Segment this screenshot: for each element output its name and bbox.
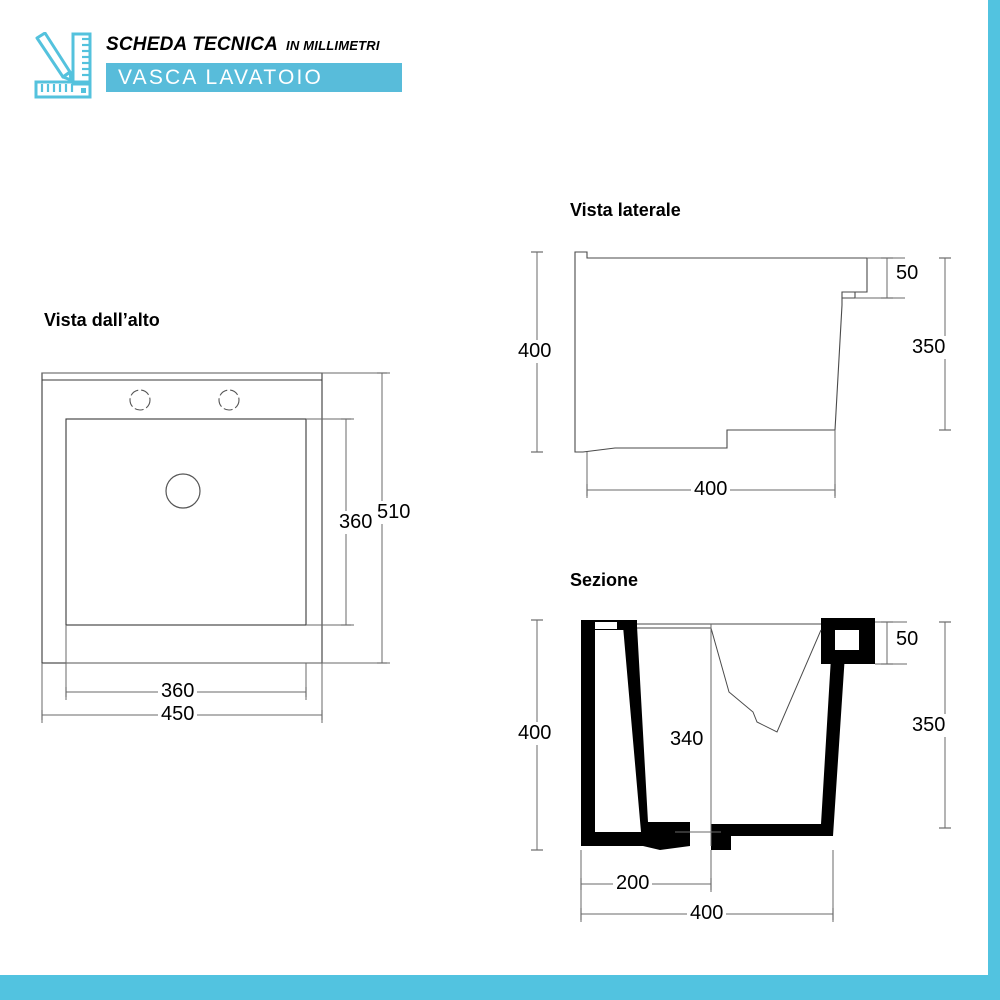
section-view-caption: Sezione	[570, 570, 639, 590]
section-dim-height-total: 400	[515, 722, 555, 745]
top-view-dim-outer-height: 510	[374, 501, 414, 524]
section-dim-base-width: 200	[613, 872, 653, 895]
side-view-outline	[574, 251, 868, 453]
tap-hole-left	[129, 389, 151, 411]
page-subtitle-units: IN MILLIMETRI	[286, 38, 380, 53]
page-title: SCHEDA TECNICA	[106, 34, 279, 55]
top-view-dim-inner-height: 360	[336, 511, 376, 534]
product-name-label: VASCA LAVATOIO	[118, 66, 324, 89]
drain-hole	[165, 473, 201, 509]
section-left-wall	[581, 620, 690, 846]
side-view-dim-height-total: 400	[515, 340, 555, 363]
top-view-drawing: 360 510 360 450	[30, 355, 414, 730]
section-view-drawing: 400 350 50 340 200 400	[515, 600, 975, 945]
pencil-and-square-ruler-icon	[28, 31, 100, 100]
top-view-dim-outer-width: 450	[158, 703, 198, 726]
accent-border-bottom	[0, 975, 1000, 1000]
accent-border-right	[988, 0, 1000, 1000]
section-dim-inner-depth: 340	[667, 728, 707, 751]
section-inner-left-wall	[623, 626, 690, 832]
section-bowl-profile	[637, 627, 822, 733]
section-dim-depth: 400	[687, 902, 727, 925]
side-view-drawing: 400 350 50 400	[515, 230, 975, 535]
section-dim-height-bowl: 350	[909, 714, 949, 737]
side-view-caption: Vista laterale	[570, 200, 681, 220]
side-view-dim-depth: 400	[691, 478, 731, 501]
product-name-banner: VASCA LAVATOIO	[106, 63, 402, 92]
header-title-line: SCHEDA TECNICA IN MILLIMETRI	[106, 34, 380, 56]
side-view-dim-height-bowl: 350	[909, 336, 949, 359]
section-dim-rim-thickness: 50	[893, 628, 922, 651]
top-view-dim-inner-width: 360	[158, 680, 198, 703]
side-view-dim-rim-thickness: 50	[893, 262, 922, 285]
top-view-caption: Vista dall’alto	[44, 310, 160, 330]
tap-hole-right	[218, 389, 240, 411]
document-header: SCHEDA TECNICA IN MILLIMETRI VASCA LAVATO…	[28, 26, 448, 106]
